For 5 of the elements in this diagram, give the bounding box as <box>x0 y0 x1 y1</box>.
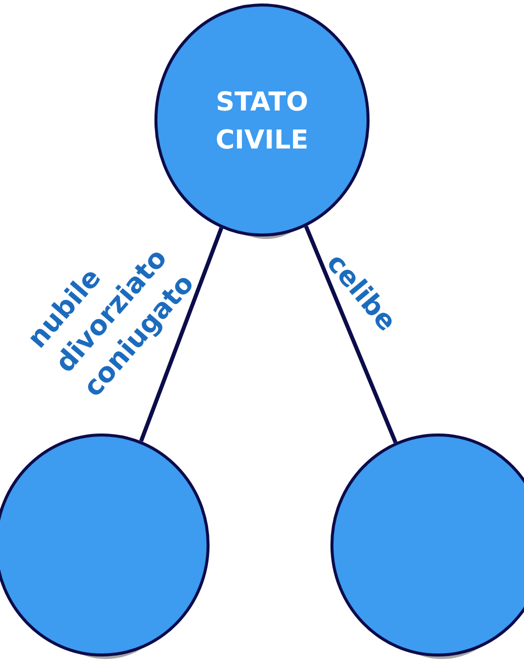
ellipse-node <box>0 434 210 659</box>
ellipse-node <box>330 434 524 659</box>
ellipse-node: STATO CIVILE <box>154 4 370 239</box>
connector-line <box>139 227 224 442</box>
connector-line <box>304 226 398 444</box>
